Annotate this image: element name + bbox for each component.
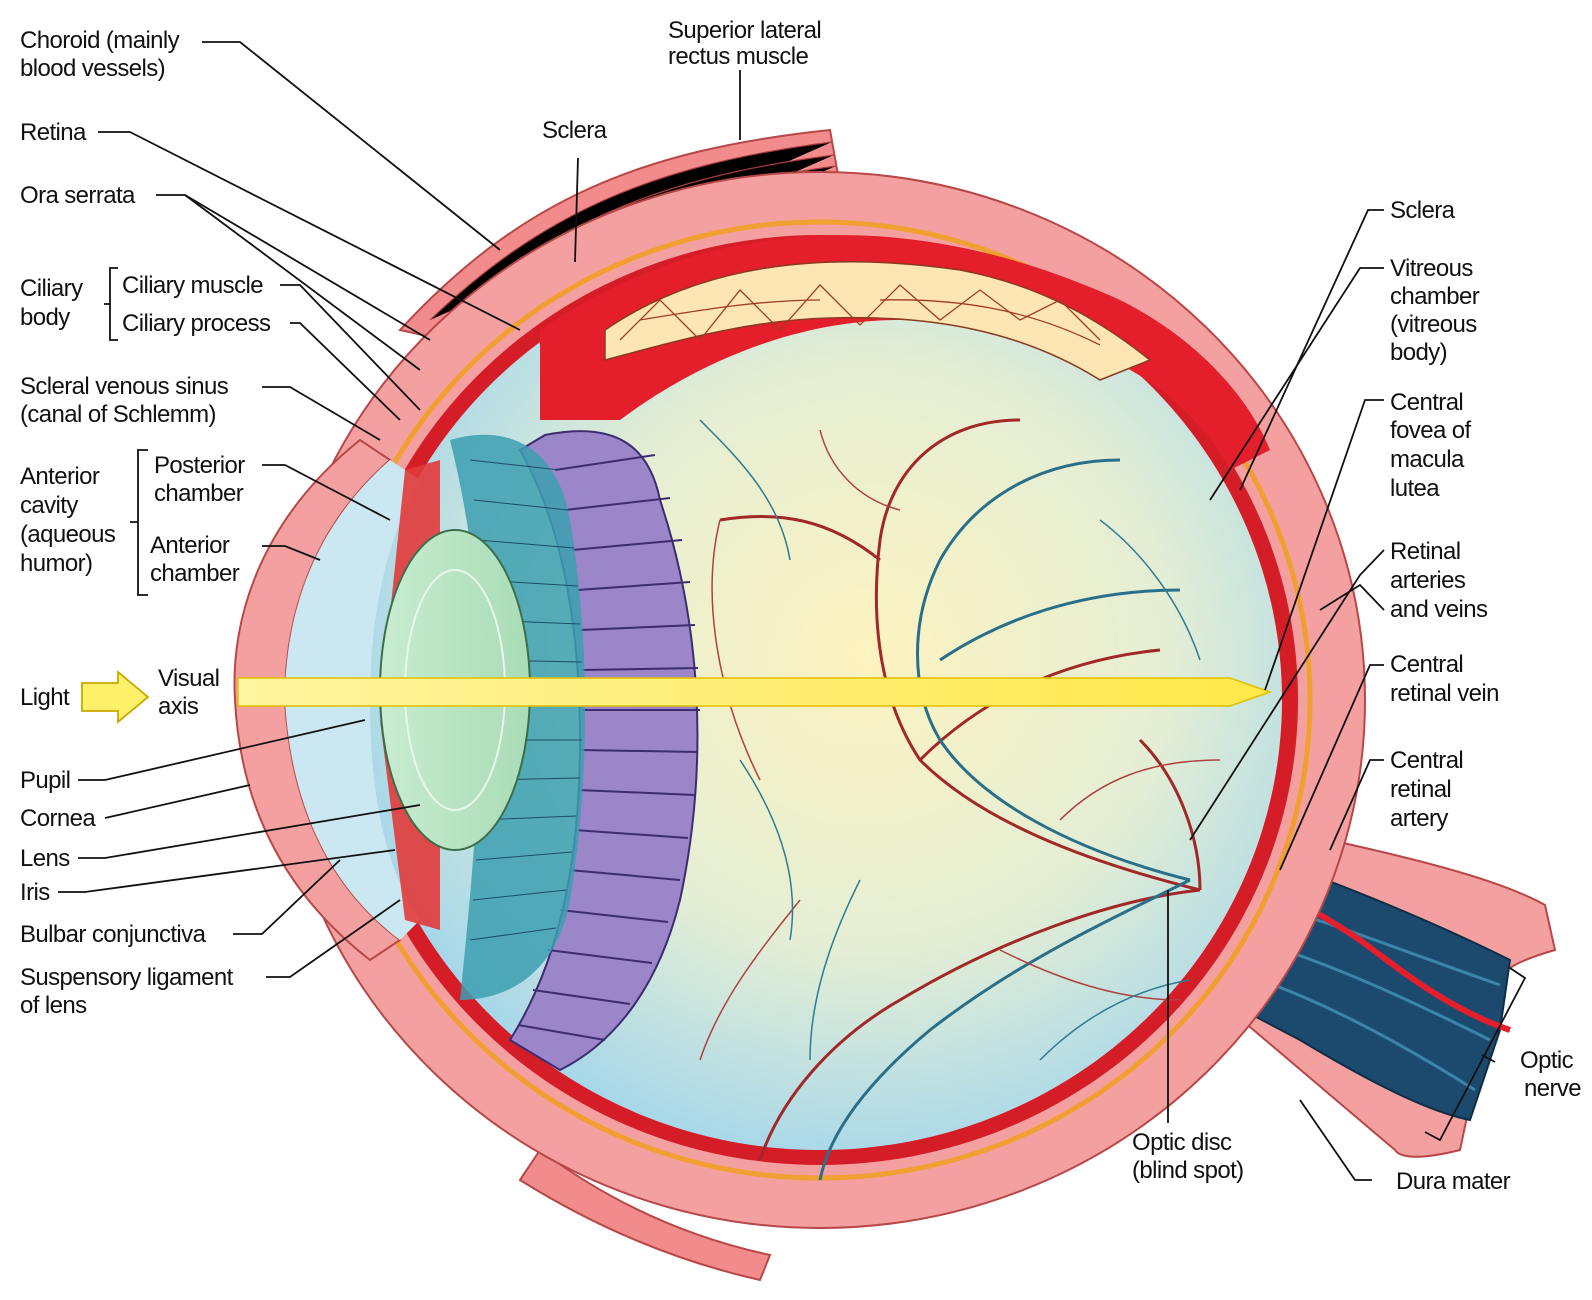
label-ciliary-body-2: body: [20, 304, 70, 331]
label-retinal-vessels-1: Retinal: [1390, 538, 1461, 565]
label-optic-nerve-2: nerve: [1524, 1075, 1581, 1102]
label-scleral-sinus-2: (canal of Schlemm): [20, 401, 216, 428]
label-fovea-4: lutea: [1390, 475, 1440, 502]
anterior-cavity-brace: [130, 450, 148, 595]
label-lens: Lens: [20, 845, 70, 872]
visual-axis-beam: [238, 678, 1270, 706]
label-choroid-1: Choroid (mainly: [20, 27, 180, 54]
label-retina: Retina: [20, 119, 87, 146]
label-sclera-top: Sclera: [542, 117, 608, 144]
label-fovea-3: macula: [1390, 446, 1465, 473]
label-posterior-chamber-2: chamber: [154, 480, 244, 507]
label-bulbar-conjunctiva: Bulbar conjunctiva: [20, 921, 207, 948]
label-ciliary-body-1: Ciliary: [20, 275, 83, 302]
label-suspensory-1: Suspensory ligament: [20, 964, 234, 991]
label-posterior-chamber-1: Posterior: [154, 452, 245, 479]
label-optic-nerve-1: Optic: [1520, 1047, 1574, 1074]
label-retinal-vessels-2: arteries: [1390, 567, 1466, 594]
label-fovea-1: Central: [1390, 389, 1463, 416]
label-anterior-chamber-1: Anterior: [150, 532, 230, 559]
label-central-artery-3: artery: [1390, 805, 1448, 832]
label-sclera-right: Sclera: [1390, 197, 1456, 224]
label-fovea-2: fovea of: [1390, 417, 1472, 444]
label-central-artery-1: Central: [1390, 747, 1463, 774]
label-anterior-cavity-2: cavity: [20, 492, 78, 519]
label-superior-rectus-1: Superior lateral: [668, 17, 821, 44]
label-choroid-2: blood vessels): [20, 55, 165, 82]
label-central-vein-2: retinal vein: [1390, 680, 1499, 707]
label-vitreous-3: (vitreous: [1390, 311, 1477, 338]
label-optic-disc-2: (blind spot): [1132, 1157, 1244, 1184]
light-arrow-icon: [82, 672, 148, 722]
label-light: Light: [20, 684, 70, 711]
label-ciliary-process: Ciliary process: [122, 310, 271, 337]
label-vitreous-4: body): [1390, 339, 1447, 366]
ciliary-body-brace: [104, 268, 118, 340]
label-anterior-cavity-4: humor): [20, 550, 92, 577]
label-cornea: Cornea: [20, 805, 96, 832]
label-vitreous-2: chamber: [1390, 283, 1480, 310]
label-visual-axis-2: axis: [158, 693, 199, 720]
label-central-vein-1: Central: [1390, 651, 1463, 678]
label-retinal-vessels-3: and veins: [1390, 596, 1488, 623]
label-ciliary-muscle: Ciliary muscle: [122, 272, 263, 299]
label-superior-rectus-2: rectus muscle: [668, 43, 808, 70]
label-suspensory-2: of lens: [20, 992, 87, 1019]
label-dura-mater: Dura mater: [1396, 1168, 1511, 1195]
label-anterior-cavity-1: Anterior: [20, 463, 100, 490]
eyeball-illustration: [234, 130, 1555, 1280]
label-optic-disc-1: Optic disc: [1132, 1129, 1232, 1156]
label-vitreous-1: Vitreous: [1390, 255, 1473, 282]
label-visual-axis-1: Visual: [158, 665, 219, 692]
label-anterior-chamber-2: chamber: [150, 560, 240, 587]
label-iris: Iris: [20, 879, 50, 906]
label-scleral-sinus-1: Scleral venous sinus: [20, 373, 229, 400]
label-ora-serrata: Ora serrata: [20, 182, 136, 209]
label-central-artery-2: retinal: [1390, 776, 1451, 803]
label-anterior-cavity-3: (aqueous: [20, 521, 116, 548]
label-pupil: Pupil: [20, 767, 70, 794]
